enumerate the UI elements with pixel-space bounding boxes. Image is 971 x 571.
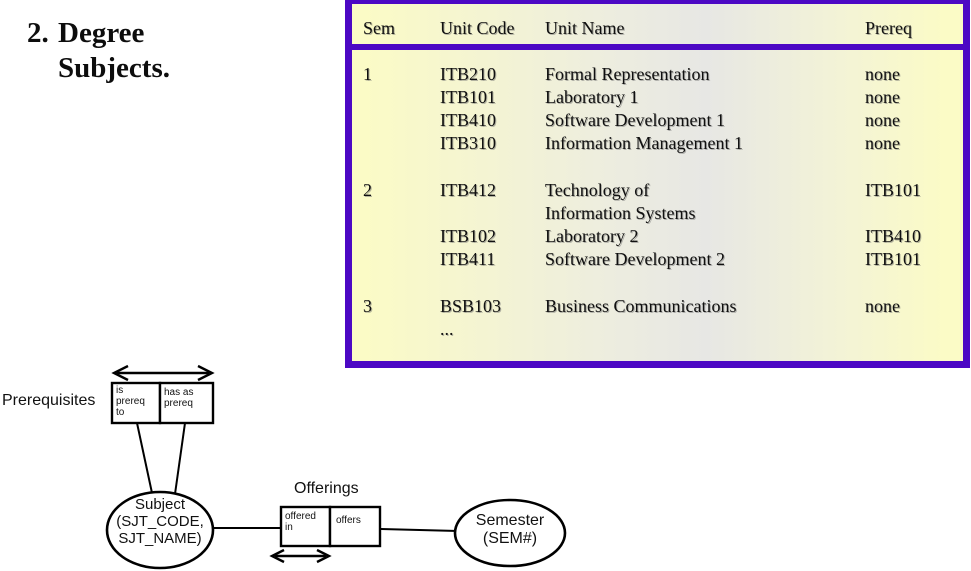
cell-unit-code (440, 202, 545, 225)
table-row: 2 ITB412 Technology of ITB101 (352, 179, 963, 202)
col-header-prereq: Prereq (865, 18, 912, 38)
cell-prereq: none (865, 133, 900, 153)
header-divider (352, 44, 963, 50)
title-text: Degree Subjects. (58, 16, 170, 86)
offers-box (328, 505, 382, 548)
col-header-sem: Sem (363, 18, 396, 38)
table-row: ITB310 Information Management 1 none (352, 132, 963, 155)
cell-prereq: ITB101 (865, 249, 921, 269)
cell-unit-code: ITB101 (440, 87, 496, 107)
cell-unit-code: BSB103 (440, 296, 502, 316)
cell-prereq: none (865, 87, 900, 107)
table-row: 3 BSB103 Business Communications none (352, 295, 963, 318)
cell-unit-code: ITB102 (440, 226, 496, 246)
cell-unit-code: ITB410 (440, 110, 496, 130)
col-header-unit-code: Unit Code (440, 18, 515, 38)
table-row: ... (352, 318, 963, 341)
cell-sem: 1 (363, 64, 372, 84)
offered-in-box (279, 505, 332, 548)
cell-unit-name: Formal Representation (545, 64, 710, 84)
cell-prereq: none (865, 110, 900, 130)
degree-subjects-table: Sem Unit Code Unit Name Prereq 1 ITB210 … (345, 0, 970, 368)
subject-entity-label: Subject (SJT_CODE, SJT_NAME) (116, 496, 204, 547)
col-header-unit-name: Unit Name (545, 18, 625, 38)
cell-unit-name: Software Development 1 (545, 110, 725, 130)
cell-sem: 2 (363, 180, 372, 200)
table-row: ITB101 Laboratory 1 none (352, 86, 963, 109)
table-header-row: Sem Unit Code Unit Name Prereq (352, 4, 963, 44)
er-diagram: Prerequisites is prereq to has as prereq… (0, 360, 640, 571)
er-diagram-canvas (105, 364, 567, 570)
is-prereq-to-label: is prereq to (116, 385, 145, 418)
has-as-prereq-label: has as prereq (164, 387, 194, 409)
cell-unit-code: ITB310 (440, 133, 496, 153)
offerings-label: Offerings (294, 480, 359, 497)
cell-unit-name (545, 318, 865, 341)
subject-prereq-line-1 (136, 422, 153, 494)
cell-unit-name: Laboratory 2 (545, 226, 639, 246)
table-row: ITB102 Laboratory 2 ITB410 (352, 225, 963, 248)
is-prereq-to-box (110, 381, 162, 425)
page-title: 2. Degree Subjects. (27, 16, 170, 86)
semester-entity-label: Semester (SEM#) (475, 512, 545, 547)
table-row: Information Systems (352, 202, 963, 225)
table-row: ITB411 Software Development 2 ITB101 (352, 248, 963, 271)
cell-unit-code: ... (440, 319, 454, 339)
title-line-1: Degree (58, 17, 145, 49)
cell-prereq: none (865, 64, 900, 84)
cell-unit-name: Laboratory 1 (545, 87, 639, 107)
cell-unit-code: ITB412 (440, 180, 496, 200)
subject-ellipse (105, 490, 215, 570)
cell-unit-name: Technology of (545, 180, 650, 200)
cell-sem (363, 132, 440, 155)
prereq-arrow-left-icon (111, 364, 129, 382)
offered-in-label: offered in (285, 511, 316, 533)
cell-unit-name: Business Communications (545, 296, 737, 316)
semester-ellipse (453, 498, 567, 568)
cell-sem: 3 (363, 296, 372, 316)
cell-unit-name: Information Systems (545, 203, 696, 223)
cell-sem (363, 225, 440, 248)
title-line-2: Subjects. (58, 52, 170, 84)
has-as-prereq-box (158, 381, 215, 425)
cell-sem (363, 202, 440, 225)
cell-prereq (865, 202, 963, 225)
offerings-arrow-left-icon (269, 548, 285, 564)
cell-unit-name: Information Management 1 (545, 133, 743, 153)
cell-unit-code: ITB210 (440, 64, 496, 84)
cell-prereq: none (865, 296, 900, 316)
cell-prereq: ITB410 (865, 226, 921, 246)
title-number: 2. (27, 17, 49, 49)
cell-sem (363, 318, 440, 341)
cell-unit-name: Software Development 2 (545, 249, 725, 269)
cell-sem (363, 109, 440, 132)
offerings-semester-line (379, 528, 459, 532)
subject-prereq-line-2 (174, 422, 186, 495)
cell-prereq (865, 318, 963, 341)
offerings-arrow-right-icon (316, 548, 332, 564)
cell-sem (363, 248, 440, 271)
offers-label: offers (336, 515, 361, 526)
table-row: 1 ITB210 Formal Representation none (352, 63, 963, 86)
table-body: 1 ITB210 Formal Representation none ITB1… (352, 50, 963, 341)
table-row: ITB410 Software Development 1 none (352, 109, 963, 132)
prereq-arrow-right-icon (197, 364, 215, 382)
cell-sem (363, 86, 440, 109)
prerequisites-label: Prerequisites (2, 392, 96, 409)
cell-prereq: ITB101 (865, 180, 921, 200)
cell-unit-code: ITB411 (440, 249, 496, 269)
